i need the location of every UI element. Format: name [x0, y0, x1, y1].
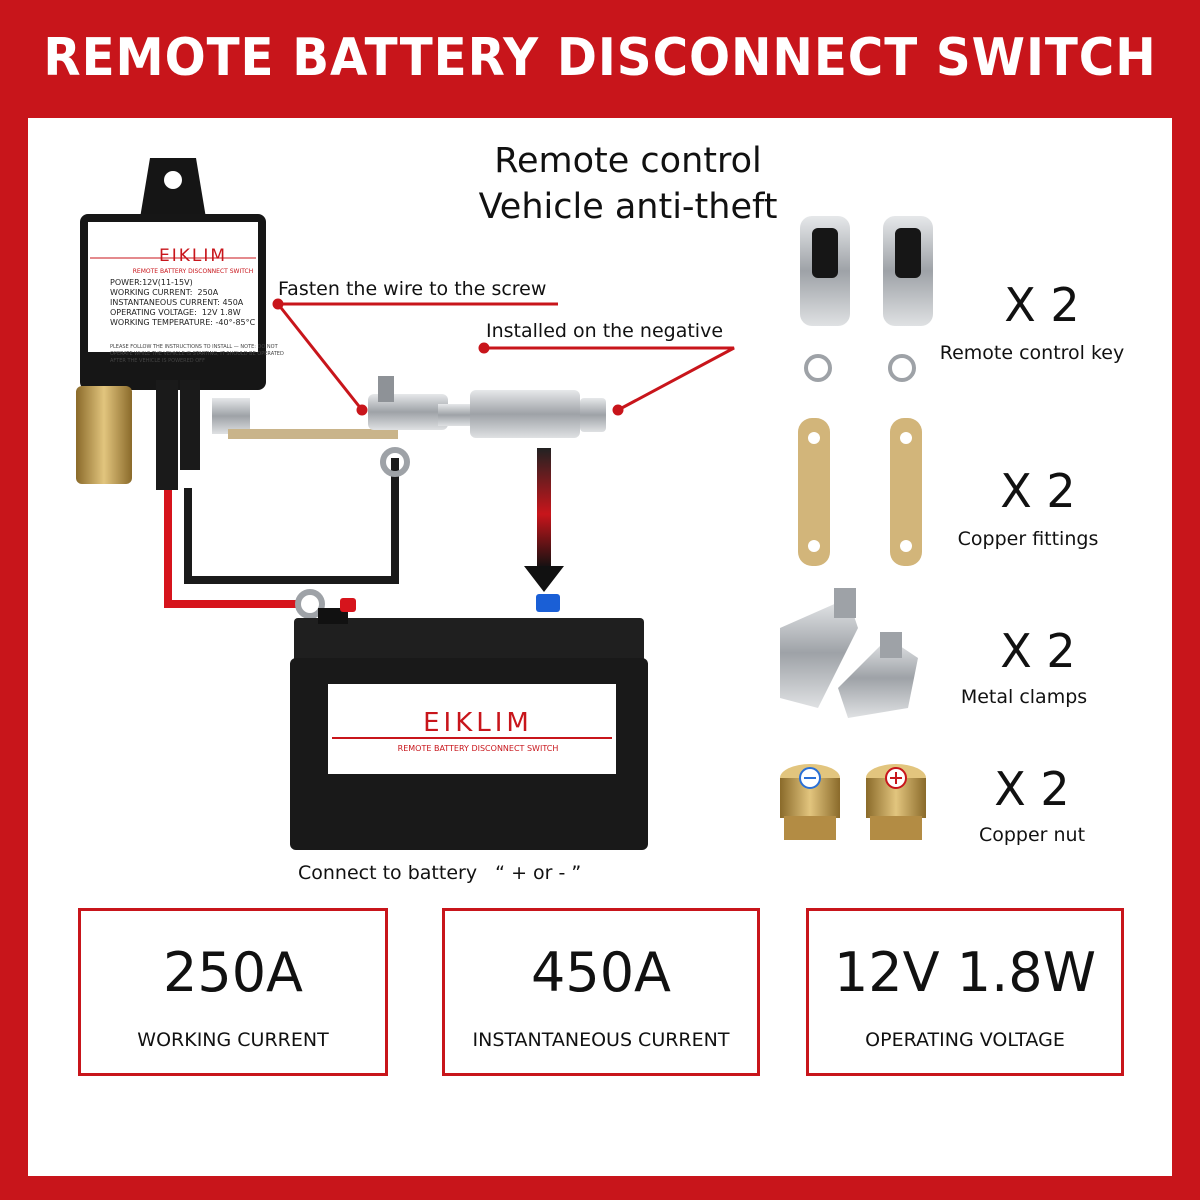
spec-box-operating-voltage: 12V 1.8W OPERATING VOLTAGE [806, 908, 1124, 1076]
copper-fitting-icon [798, 418, 922, 566]
subtitle-line-1: Remote control [494, 141, 762, 181]
item-name-fitting: Copper fittings [957, 528, 1099, 550]
relay-subtitle: REMOTE BATTERY DISCONNECT SWITCH [132, 268, 254, 275]
item-count-fitting: X 2 [1000, 464, 1076, 518]
terminal-connector [368, 376, 606, 438]
battery [290, 594, 648, 850]
spec-value: 12V 1.8W [833, 941, 1097, 1004]
item-count-clamp: X 2 [1000, 624, 1076, 678]
battery-note: Connect to battery “ + or - ” [298, 862, 582, 884]
subtitle: Remote control Vehicle anti-theft [428, 138, 828, 230]
metal-clamp-icon [780, 588, 918, 718]
spec-label: WORKING CURRENT [137, 1029, 329, 1051]
subtitle-line-2: Vehicle anti-theft [478, 187, 778, 227]
item-name-remote: Remote control key [939, 342, 1125, 364]
page-title: REMOTE BATTERY DISCONNECT SWITCH [43, 28, 1157, 88]
spec-box-working-current: 250A WORKING CURRENT [78, 908, 388, 1076]
spec-label: INSTANTANEOUS CURRENT [472, 1029, 730, 1051]
spec-value: 450A [530, 941, 671, 1004]
item-count-remote: X 2 [1004, 278, 1080, 332]
battery-brand: EIKLIM [423, 708, 533, 738]
relay-specs: POWER:12V(11-15V) WORKING CURRENT: 250A … [110, 278, 256, 327]
spec-value: 250A [162, 941, 303, 1004]
relay-brand: EIKLIM [158, 246, 228, 266]
callout-negative: Installed on the negative [486, 320, 724, 342]
relay-note: PLEASE FOLLOW THE INSTRUCTIONS TO INSTAL… [110, 344, 284, 364]
copper-nut-icon [780, 764, 926, 840]
spec-box-instantaneous-current: 450A INSTANTANEOUS CURRENT [442, 908, 760, 1076]
wiring [164, 429, 410, 619]
down-arrow [524, 448, 564, 592]
battery-subtitle: REMOTE BATTERY DISCONNECT SWITCH [397, 744, 559, 753]
relay-module [76, 158, 266, 490]
item-count-nut: X 2 [994, 762, 1070, 816]
spec-label: OPERATING VOLTAGE [865, 1029, 1065, 1051]
callout-wire: Fasten the wire to the screw [278, 278, 547, 300]
diagram-art [76, 158, 933, 850]
callout-lines [272, 298, 735, 416]
content-panel: Remote control Vehicle anti-theft EIKLIM… [28, 118, 1172, 1176]
item-name-clamp: Metal clamps [960, 686, 1088, 708]
item-name-nut: Copper nut [978, 824, 1086, 846]
remote-key-icon [800, 216, 933, 382]
